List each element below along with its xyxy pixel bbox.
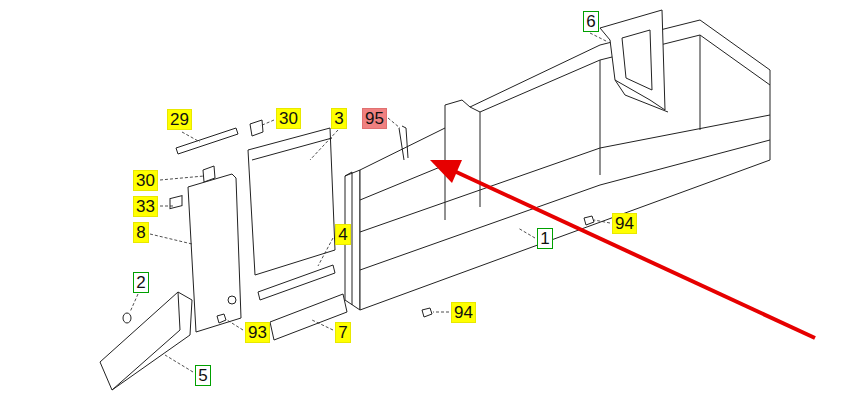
callout-box: 94 (451, 302, 476, 323)
callout-number: 3 (334, 110, 343, 128)
callout-box: 8 (133, 222, 149, 243)
callout-box: 5 (195, 365, 211, 386)
callout-box: 93 (245, 322, 270, 343)
callout-box: 94 (612, 213, 637, 234)
callout-box: 29 (167, 109, 192, 130)
callout-number: 7 (338, 324, 347, 342)
callout-number: 94 (454, 304, 473, 322)
callout-box: 95 (362, 108, 387, 129)
callout-number: 30 (136, 172, 155, 190)
callout-box: 30 (133, 170, 158, 191)
callout-number: 1 (540, 230, 549, 248)
callout-box: 1 (537, 228, 553, 249)
callout-number: 2 (136, 274, 145, 292)
callout-box: 2 (133, 272, 149, 293)
callout-box: 6 (583, 11, 599, 32)
callout-number: 6 (586, 13, 595, 31)
callout-number: 4 (338, 226, 347, 244)
callout-box: 7 (335, 322, 351, 343)
callout-box: 30 (276, 108, 301, 129)
callout-number: 5 (198, 367, 207, 385)
callout-box: 4 (335, 224, 351, 245)
callout-number: 94 (615, 215, 634, 233)
callout-box: 33 (133, 196, 158, 217)
callout-number: 95 (365, 110, 384, 128)
callout-number: 33 (136, 198, 155, 216)
callout-number: 30 (279, 110, 298, 128)
callout-box: 3 (331, 108, 347, 129)
callout-number: 29 (170, 111, 189, 129)
callout-number: 93 (248, 324, 267, 342)
callout-number: 8 (136, 224, 145, 242)
